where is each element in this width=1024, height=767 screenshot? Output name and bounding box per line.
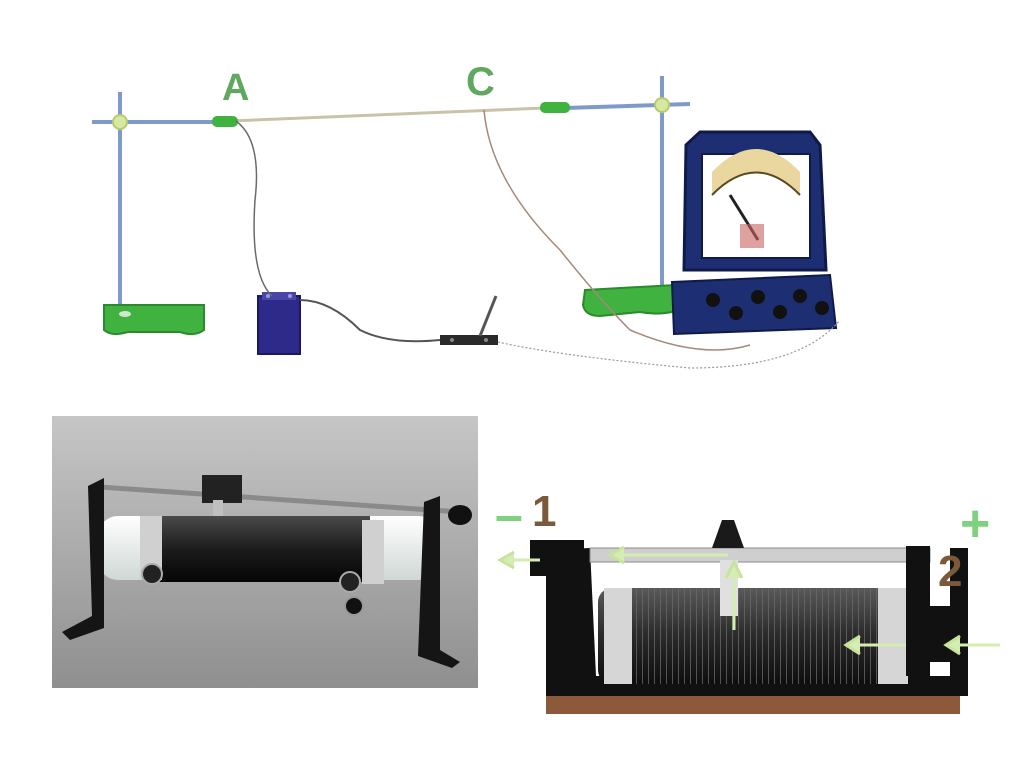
switch-key <box>440 295 498 345</box>
terminal-label-2: 2 <box>938 547 962 596</box>
wooden-base <box>546 694 960 714</box>
battery <box>257 292 301 355</box>
right-stand <box>581 76 682 318</box>
resistance-wire <box>229 106 546 123</box>
terminal-label-1: 1 <box>532 487 556 536</box>
connecting-wires <box>235 109 841 369</box>
galvanometer <box>670 130 838 336</box>
minus-sign: – <box>495 487 523 543</box>
plus-sign: + <box>960 495 990 553</box>
current-arrows <box>496 545 1000 656</box>
slide-wire-circuit: A C <box>92 60 841 369</box>
clamp-right <box>540 102 570 113</box>
label-c: C <box>466 60 495 104</box>
clamp-a <box>212 116 238 127</box>
left-stand <box>92 92 230 336</box>
label-a: A <box>222 67 249 109</box>
